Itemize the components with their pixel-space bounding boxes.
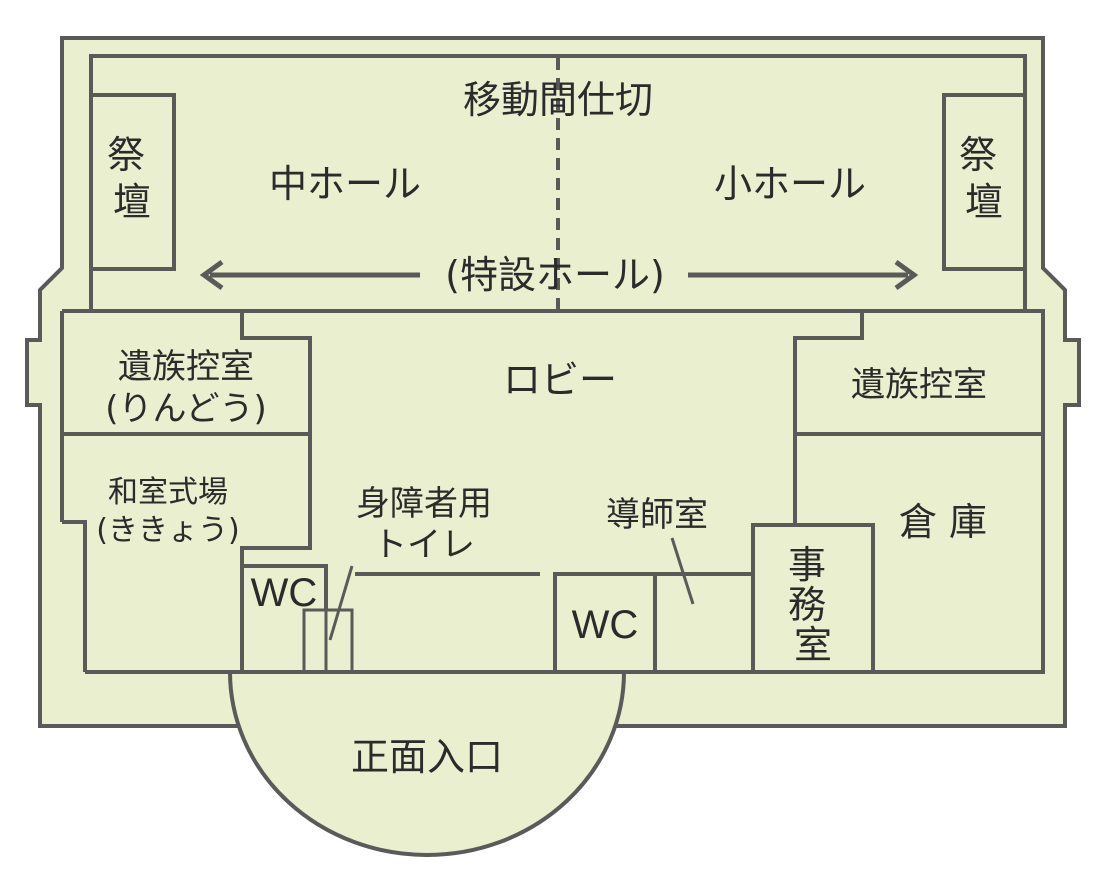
accessible-toilet-label-1: 身障者用: [356, 484, 492, 524]
storage-label: 倉 庫: [899, 500, 987, 544]
building-outline: [25, 36, 1081, 728]
entrance-area: [228, 671, 626, 857]
office-char-1: 事: [788, 543, 826, 587]
partition-label: 移動間仕切: [463, 78, 653, 122]
office-walls: [751, 523, 875, 672]
japanese-room-label: 和室式場: [108, 475, 228, 510]
altar-left-char-1: 祭: [107, 133, 145, 177]
lobby-walls: [240, 311, 312, 522]
altar-right-char-1: 祭: [959, 133, 997, 177]
office-char-2: 務: [788, 583, 826, 627]
wc-center-label: WC: [572, 603, 639, 647]
altar-left-label: 祭 壇: [107, 133, 157, 224]
urinal-stall: [302, 608, 354, 674]
entrance-label: 正面入口: [351, 735, 503, 779]
lobby-label: ロビー: [503, 358, 617, 402]
arrow-right-icon: [688, 259, 919, 291]
arrow-left-icon: [199, 259, 420, 291]
lower-section-outline: [62, 309, 1045, 674]
altar-right-box: [942, 93, 1027, 271]
officiant-room-label: 導師室: [606, 495, 708, 535]
wc-center-walls: [553, 572, 753, 672]
family-room-right-label: 遺族控室: [851, 365, 987, 405]
altar-right-label: 祭 壇: [959, 133, 1009, 224]
family-room-left-label: 遺族控室: [118, 347, 254, 387]
office-label: 事 務 室: [788, 543, 838, 667]
family-room-left-sublabel: (りんどう): [105, 389, 267, 429]
hall-small-label: 小ホール: [714, 162, 866, 206]
altar-left-char-2: 壇: [113, 180, 151, 224]
officiant-pointer-line: [670, 537, 695, 605]
wc-left-label: WC: [251, 571, 318, 615]
hall-medium-label: 中ホール: [269, 162, 421, 206]
special-hall-label: (特設ホール): [445, 253, 665, 297]
wc-left-walls: [242, 564, 328, 610]
altar-left-box: [89, 93, 176, 271]
japanese-room-walls: [62, 520, 312, 672]
altar-right-char-2: 壇: [965, 180, 1003, 224]
japanese-room-sublabel: (ききょう): [96, 513, 239, 548]
office-char-3: 室: [794, 623, 832, 667]
accessible-toilet-label-2: トイレ: [373, 525, 475, 565]
